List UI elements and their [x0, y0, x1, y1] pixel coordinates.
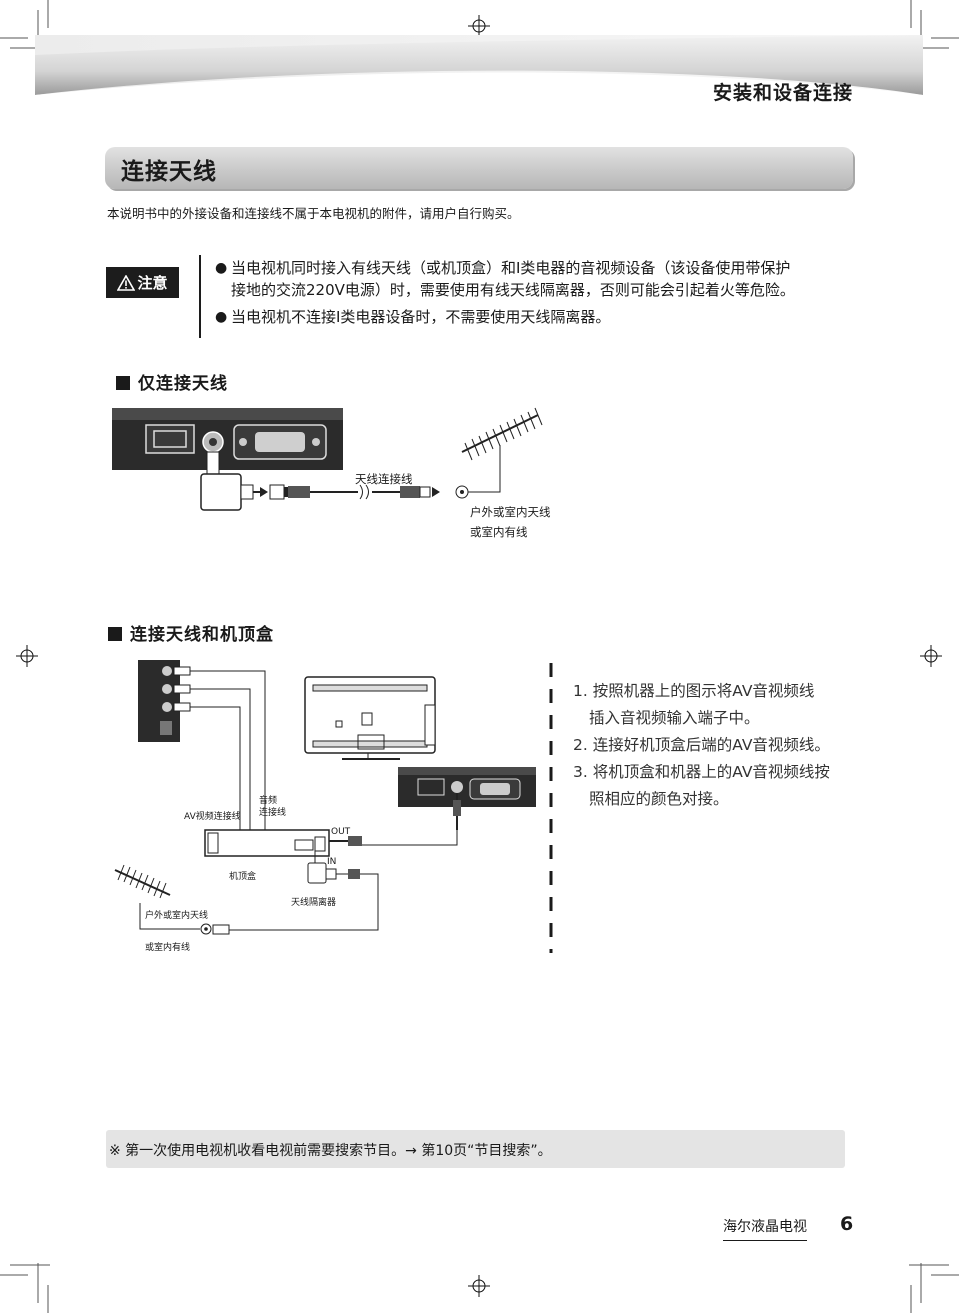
steps-dashed-divider — [549, 663, 553, 953]
antenna-stb-diagram — [114, 660, 536, 935]
caution-item-2: ● 当电视机不连接I类电器设备时，不需要使用天线隔离器。 — [215, 306, 611, 328]
registration-mark-right — [920, 645, 942, 667]
intro-text: 本说明书中的外接设备和连接线不属于本电视机的附件，请用户自行购买。 — [107, 206, 520, 221]
antenna-cable-label: 天线连接线 — [355, 472, 413, 486]
stb-antenna-source-label-1: 户外或室内天线 — [145, 911, 209, 921]
steps-list: 1. 按照机器上的图示将AV音视频线 插入音视频输入端子中。 2. 连接好机顶盒… — [573, 678, 830, 813]
chapter-title: 安装和设备连接 — [712, 82, 853, 104]
caution-item-1-line-2: 接地的交流220V电源）时，需要使用有线天线隔离器，否则可能会引起着火等危险。 — [231, 281, 795, 299]
brand-name: 海尔液晶电视 — [723, 1216, 807, 1241]
header-band — [35, 35, 923, 110]
registration-mark-bottom — [468, 1275, 490, 1297]
warning-triangle-icon — [117, 274, 136, 291]
bullet-icon: ● — [215, 309, 228, 325]
av-video-cable-label: AV视频连接线 — [184, 812, 241, 822]
bullet-icon: ● — [215, 260, 228, 276]
step-1-line-2: 插入音视频输入端子中。 — [589, 709, 760, 727]
caution-item-2-line-1: 当电视机不连接I类电器设备时，不需要使用天线隔离器。 — [231, 308, 611, 326]
subheading-antenna-stb: 连接天线和机顶盒 — [108, 620, 274, 645]
square-bullet-icon — [108, 627, 122, 641]
caution-item-1: ● 当电视机同时接入有线天线（或机顶盒）和I类电器的音视频设备（该设备使用带保护… — [215, 257, 795, 301]
registration-mark-top — [468, 15, 490, 37]
section-title: 连接天线 — [121, 159, 217, 185]
audio-cable-label-1: 音频 — [259, 796, 278, 806]
subheading-antenna-stb-text: 连接天线和机顶盒 — [130, 625, 274, 645]
page-number: 6 — [840, 1213, 854, 1235]
audio-cable-label-2: 连接线 — [259, 808, 287, 818]
caution-item-1-line-1: 当电视机同时接入有线天线（或机顶盒）和I类电器的音视频设备（该设备使用带保护 — [231, 259, 791, 277]
step-1-line-1: 1. 按照机器上的图示将AV音视频线 — [573, 682, 815, 700]
antenna-source-label-2: 或室内有线 — [470, 525, 528, 539]
stb-label: 机顶盒 — [229, 872, 257, 882]
registration-mark-left — [16, 645, 38, 667]
stb-antenna-source-label-2: 或室内有线 — [145, 943, 191, 953]
footer-note-text: ※ 第一次使用电视机收看电视前需要搜索节目。→ 第10页“节目搜索”。 — [109, 1143, 552, 1159]
stb-in-label: IN — [327, 857, 337, 867]
subheading-antenna-only: 仅连接天线 — [116, 369, 228, 394]
stb-out-label: OUT — [331, 827, 351, 837]
antenna-only-diagram — [112, 407, 543, 511]
square-bullet-icon — [116, 376, 130, 390]
antenna-source-label-1: 户外或室内天线 — [470, 505, 551, 519]
step-3-line-1: 3. 将机顶盒和机器上的AV音视频线按 — [573, 763, 830, 781]
caution-badge: 注意 — [106, 267, 179, 298]
subheading-antenna-only-text: 仅连接天线 — [138, 374, 228, 394]
caution-label: 注意 — [137, 274, 168, 292]
isolator-label: 天线隔离器 — [291, 898, 337, 908]
caution-divider — [199, 255, 201, 338]
step-3-line-2: 照相应的颜色对接。 — [589, 790, 729, 808]
section-title-bar — [105, 147, 853, 189]
footer-note-box — [106, 1130, 845, 1168]
step-2: 2. 连接好机顶盒后端的AV音视频线。 — [573, 736, 830, 754]
